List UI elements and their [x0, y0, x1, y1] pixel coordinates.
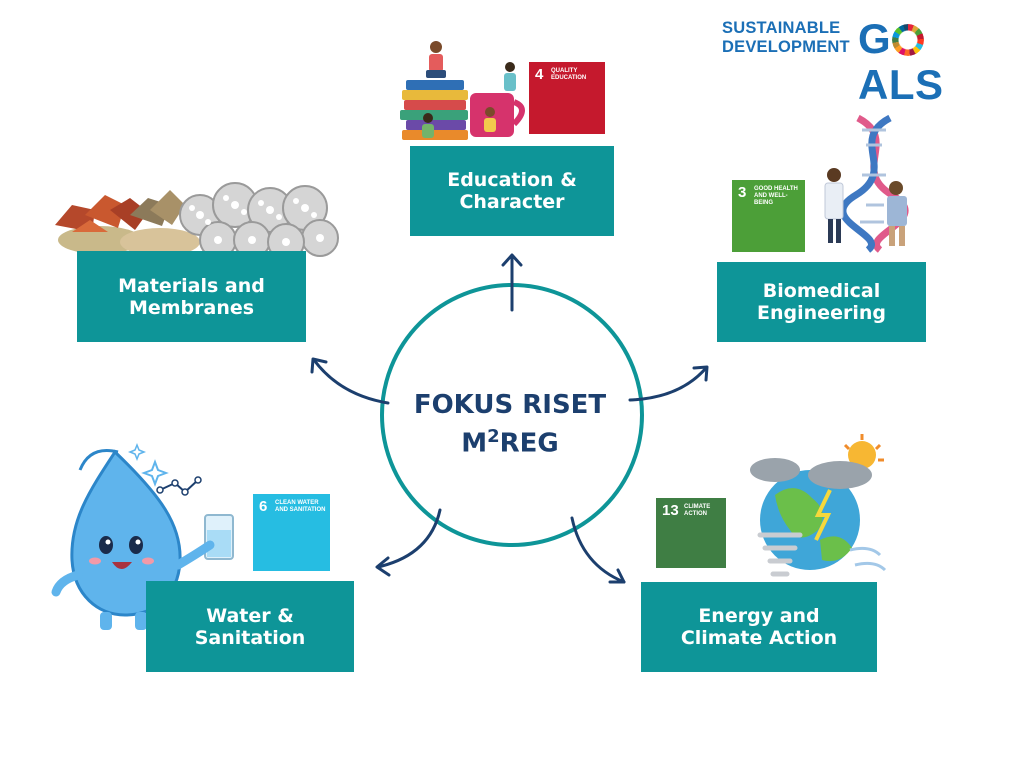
sdg-wheel-icon [892, 24, 925, 56]
center-title-superscript: 2 [487, 426, 500, 447]
biomedical-illustration [824, 114, 909, 253]
climate-illustration [750, 434, 887, 577]
center-title-line2: M2REG [385, 421, 635, 460]
node-water-line1: Water & [206, 604, 294, 627]
arrow-to-biomedical [628, 366, 708, 402]
arrow-to-materials [312, 358, 390, 405]
node-water: Water &Sanitation [146, 581, 354, 672]
sdg-tile-label: GOOD HEALTH AND WELL-BEING [754, 186, 798, 206]
sdg-logo-line1: SUSTAINABLE [722, 19, 841, 37]
sdg-tile-label: QUALITY EDUCATION [551, 68, 587, 81]
materials-illustration [55, 182, 339, 261]
sdg-tile-label: CLIMATE ACTION [684, 504, 711, 517]
sdg-logo-line2: DEVELOPMENT [722, 38, 850, 56]
center-title: FOKUS RISET M2REG [385, 390, 635, 460]
node-energy-line1: Energy and [698, 605, 820, 627]
node-energy-line2: Climate Action [680, 627, 838, 649]
sdg-logo: SUSTAINABLE DEVELOPMENT GALS [722, 16, 1007, 108]
sdg-tile-climate-action: 13 CLIMATE ACTION [656, 498, 726, 568]
sdg-tile-clean-water: 6 CLEAN WATER AND SANITATION [253, 494, 330, 571]
node-biomedical-line2: Engineering [757, 302, 886, 324]
center-title-line1: FOKUS RISET [413, 390, 607, 420]
arrow-to-water [376, 508, 442, 569]
sdg-logo-goals-g: G [858, 15, 892, 62]
sdg-logo-goals: GALS [858, 16, 1007, 108]
arrow-to-energy [570, 516, 626, 584]
arrows [310, 253, 709, 584]
education-illustration [400, 41, 525, 140]
arrow-to-energy-head [608, 568, 626, 584]
sdg-logo-goals-als: ALS [858, 61, 944, 108]
sdg-tile-number: 6 [259, 498, 268, 515]
sdg-tile-good-health: 3 GOOD HEALTH AND WELL-BEING [732, 180, 805, 252]
center-title-m: M [461, 428, 488, 459]
sdg-tile-number: 4 [535, 66, 544, 83]
sdg-tile-quality-education: 4 QUALITY EDUCATION [529, 62, 605, 134]
center-title-reg: REG [499, 428, 559, 459]
node-water-line2: Sanitation [194, 626, 306, 649]
sdg-tile-number: 3 [738, 184, 747, 201]
arrow-to-education-head [501, 253, 523, 267]
node-biomedical-line1: Biomedical [762, 280, 881, 302]
arrow-to-water-head [375, 556, 391, 577]
node-materials-line2: Membranes [128, 296, 255, 319]
arrow-to-materials-head [310, 357, 328, 374]
sdg-tile-label: CLEAN WATER AND SANITATION [275, 500, 326, 513]
node-materials-line1: Materials and [118, 274, 265, 297]
water-mascot-illustration [51, 442, 234, 630]
sdg-tile-number: 13 [662, 502, 679, 519]
node-education: Education &Character [410, 146, 614, 236]
arrow-to-biomedical-head [692, 365, 709, 382]
node-education-line2: Character [459, 191, 565, 213]
node-education-line1: Education & [447, 169, 577, 191]
